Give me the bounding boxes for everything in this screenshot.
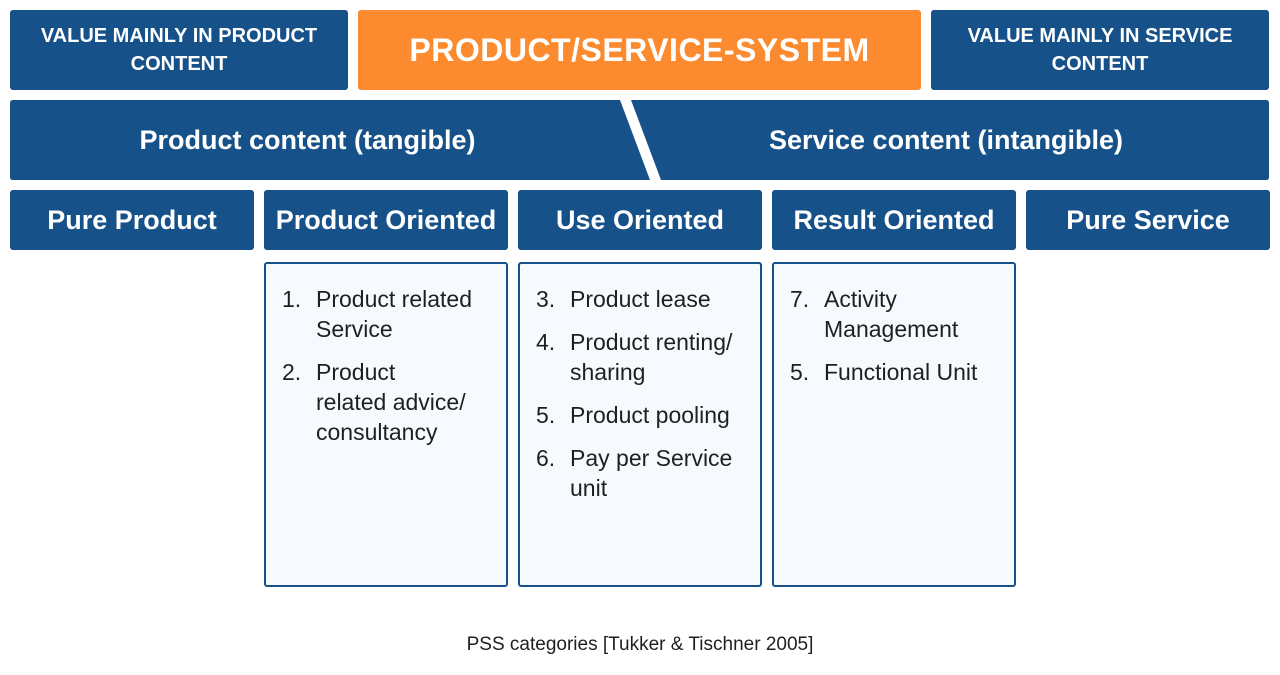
tangible-band-shape (10, 100, 650, 180)
content-band-shapes (10, 100, 1269, 180)
header-service-value-label: VALUE MAINLY IN SERVICE CONTENT (967, 25, 1233, 75)
header-service-value-box: VALUE MAINLY IN SERVICE CONTENT (931, 10, 1269, 90)
item-number: 1. (282, 286, 302, 312)
item-text: Product related Service (316, 286, 472, 342)
category-use-oriented: Use Oriented (518, 190, 762, 250)
intangible-label: Service content (intangible) (768, 124, 1124, 155)
item-text: Product renting/ sharing (570, 329, 733, 385)
item-number: 3. (536, 286, 556, 312)
figure-caption: PSS categories [Tukker & Tischner 2005] (466, 634, 814, 655)
item-number: 5. (790, 359, 810, 385)
category-pure-product: Pure Product (10, 190, 254, 250)
product-oriented-panel: 1. Product related Service 2. Product re… (264, 262, 508, 587)
list-item: 1. Product related Service (282, 284, 498, 344)
content-band: Product content (tangible) Service conte… (10, 100, 1269, 180)
use-oriented-panel: 3. Product lease 4. Product renting/ sha… (518, 262, 762, 587)
result-oriented-panel: 7. Activity Management 5. Functional Uni… (772, 262, 1016, 587)
item-text: Product related advice/ consultancy (316, 359, 466, 445)
item-number: 6. (536, 445, 556, 471)
header-product-value-label: VALUE MAINLY IN PRODUCT CONTENT (40, 25, 318, 75)
item-number: 5. (536, 402, 556, 428)
item-text: Pay per Service unit (570, 445, 733, 501)
tangible-label: Product content (tangible) (139, 124, 476, 155)
list-item: 7. Activity Management (790, 284, 1006, 344)
list-item: 3. Product lease (536, 284, 752, 314)
category-result-oriented: Result Oriented (772, 190, 1016, 250)
category-pure-service: Pure Service (1026, 190, 1270, 250)
list-item: 5. Functional Unit (790, 357, 1006, 387)
item-number: 2. (282, 359, 302, 385)
item-text: Activity Management (824, 286, 959, 342)
list-item: 6. Pay per Service unit (536, 443, 752, 503)
list-item: 5. Product pooling (536, 400, 752, 430)
item-number: 4. (536, 329, 556, 355)
intangible-band-shape (631, 100, 1269, 180)
item-text: Product pooling (570, 402, 730, 428)
pss-title-box: PRODUCT/SERVICE-SYSTEM (358, 10, 921, 90)
category-product-oriented: Product Oriented (264, 190, 508, 250)
list-item: 4. Product renting/ sharing (536, 327, 752, 387)
item-text: Product lease (570, 286, 711, 312)
header-product-value-box: VALUE MAINLY IN PRODUCT CONTENT (10, 10, 348, 90)
item-text: Functional Unit (824, 359, 978, 385)
pss-title: PRODUCT/SERVICE-SYSTEM (409, 31, 870, 68)
item-number: 7. (790, 286, 810, 312)
list-item: 2. Product related advice/ consultancy (282, 357, 498, 447)
